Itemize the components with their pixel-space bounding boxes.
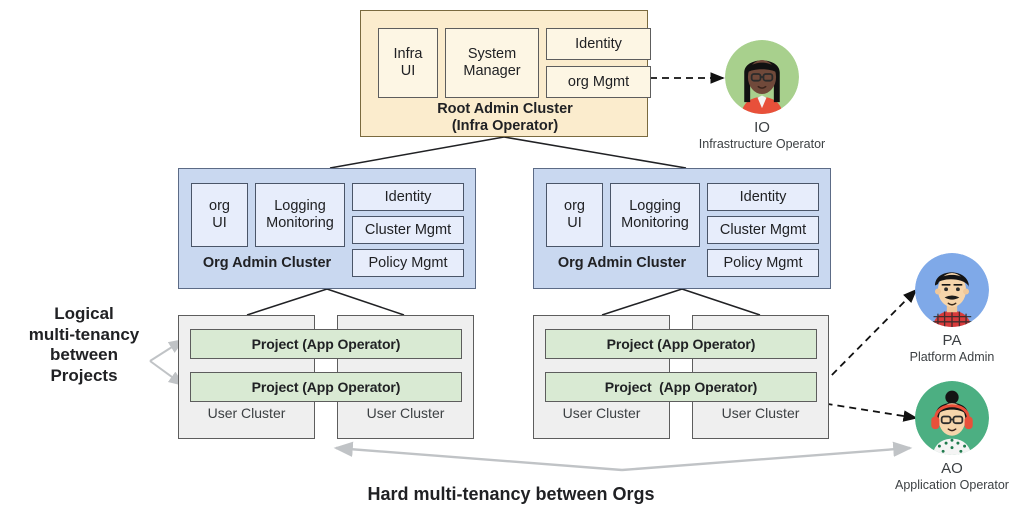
project-bar-1b[interactable]: Project (App Operator) [190, 372, 462, 402]
io-avatar-icon [725, 40, 799, 114]
root-box-org-mgmt-label: org Mgmt [567, 73, 630, 90]
org-admin-cluster-2-title: Org Admin Cluster [557, 255, 687, 271]
io-initials: IO [754, 119, 770, 136]
org2-box-logging-monitoring-label: Logging Monitoring [621, 198, 689, 231]
user-cluster-2b-label: User Cluster [721, 405, 800, 421]
hard-multitenancy-note: Hard multi-tenancy between Orgs [367, 484, 655, 504]
user-cluster-2a-label: User Cluster [562, 405, 641, 421]
edge-org2-to-userclusters [601, 288, 761, 316]
edge-org1-to-userclusters [246, 288, 405, 316]
org1-box-org-ui[interactable]: org UI [191, 183, 248, 247]
org1-box-org-ui-label: org UI [209, 198, 230, 231]
persona-pa[interactable]: PA Platform Admin [877, 253, 1022, 364]
pa-initials: PA [942, 332, 962, 349]
project-bar-2a[interactable]: Project (App Operator) [545, 329, 817, 359]
org2-box-cluster-mgmt-label: Cluster Mgmt [719, 221, 807, 238]
io-role: Infrastructure Operator [698, 137, 826, 151]
root-admin-cluster[interactable]: Infra UI System Manager Identity org Mgm… [360, 10, 651, 137]
persona-io[interactable]: IO Infrastructure Operator [687, 40, 837, 151]
org2-box-org-ui[interactable]: org UI [546, 183, 603, 247]
logical-multitenancy-note: Logical multi-tenancy between Projects [28, 304, 140, 386]
org2-box-cluster-mgmt[interactable]: Cluster Mgmt [707, 216, 819, 244]
project-bar-1a[interactable]: Project (App Operator) [190, 329, 462, 359]
io-avatar [725, 40, 799, 114]
ao-avatar [915, 381, 989, 455]
org2-box-policy-mgmt[interactable]: Policy Mgmt [707, 249, 819, 277]
pa-avatar-icon [915, 253, 989, 327]
pa-role: Platform Admin [909, 350, 995, 364]
org1-box-identity-label: Identity [384, 188, 432, 205]
org-admin-cluster-2[interactable]: org UI Logging Monitoring Identity Clust… [533, 168, 831, 289]
org1-box-cluster-mgmt-label: Cluster Mgmt [364, 221, 452, 238]
root-box-system-manager-label: System Manager [463, 46, 521, 79]
ao-role: Application Operator [895, 478, 1009, 492]
org2-box-identity-label: Identity [739, 188, 787, 205]
project-bar-2b-label: Project (App Operator) [604, 379, 758, 395]
edge-hard-multitenancy [333, 441, 913, 472]
root-box-system-manager[interactable]: System Manager [445, 28, 539, 98]
org1-box-logging-monitoring-label: Logging Monitoring [266, 198, 334, 231]
pa-avatar [915, 253, 989, 327]
project-bar-1a-label: Project (App Operator) [251, 336, 401, 352]
persona-ao[interactable]: AO Application Operator [877, 381, 1022, 492]
org1-box-identity[interactable]: Identity [352, 183, 464, 211]
org1-box-cluster-mgmt[interactable]: Cluster Mgmt [352, 216, 464, 244]
org1-box-policy-mgmt[interactable]: Policy Mgmt [352, 249, 464, 277]
org2-box-policy-mgmt-label: Policy Mgmt [723, 254, 803, 271]
ao-initials: AO [941, 460, 963, 477]
root-box-infra-ui[interactable]: Infra UI [378, 28, 438, 98]
user-cluster-1a-label: User Cluster [207, 405, 286, 421]
org1-box-policy-mgmt-label: Policy Mgmt [368, 254, 448, 271]
org2-box-identity[interactable]: Identity [707, 183, 819, 211]
org2-box-logging-monitoring[interactable]: Logging Monitoring [610, 183, 700, 247]
project-bar-2b[interactable]: Project (App Operator) [545, 372, 817, 402]
edge-root-to-orgs [329, 136, 687, 169]
project-bar-1b-label: Project (App Operator) [251, 379, 401, 395]
root-box-identity[interactable]: Identity [546, 28, 651, 60]
user-cluster-1b-label: User Cluster [366, 405, 445, 421]
org2-box-org-ui-label: org UI [564, 198, 585, 231]
root-box-org-mgmt[interactable]: org Mgmt [546, 66, 651, 98]
ao-avatar-icon [915, 381, 989, 455]
org1-box-logging-monitoring[interactable]: Logging Monitoring [255, 183, 345, 247]
root-admin-cluster-title: Root Admin Cluster (Infra Operator) [437, 101, 573, 135]
root-box-identity-label: Identity [575, 35, 622, 52]
project-bar-2a-label: Project (App Operator) [606, 336, 756, 352]
org-admin-cluster-1[interactable]: org UI Logging Monitoring Identity Clust… [178, 168, 476, 289]
root-box-infra-ui-label: Infra UI [393, 46, 423, 79]
org-admin-cluster-1-title: Org Admin Cluster [202, 255, 332, 271]
